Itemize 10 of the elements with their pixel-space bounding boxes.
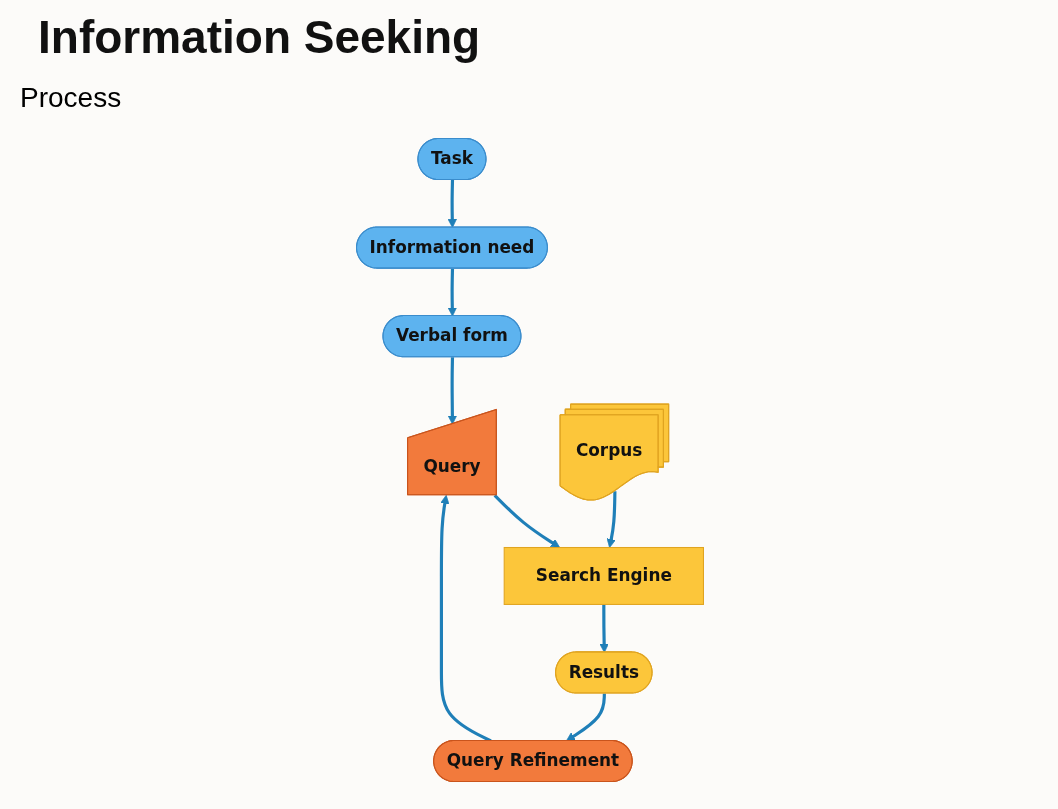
title: Information Seeking	[38, 10, 481, 64]
arrow	[493, 494, 561, 548]
arrow	[599, 604, 609, 653]
arrow	[447, 180, 457, 228]
arrow	[565, 693, 606, 742]
arrow	[447, 268, 457, 317]
subtitle: Process	[20, 82, 122, 114]
arrow	[606, 491, 617, 548]
node-box: Search Engine	[503, 546, 704, 605]
arrow	[447, 357, 457, 425]
